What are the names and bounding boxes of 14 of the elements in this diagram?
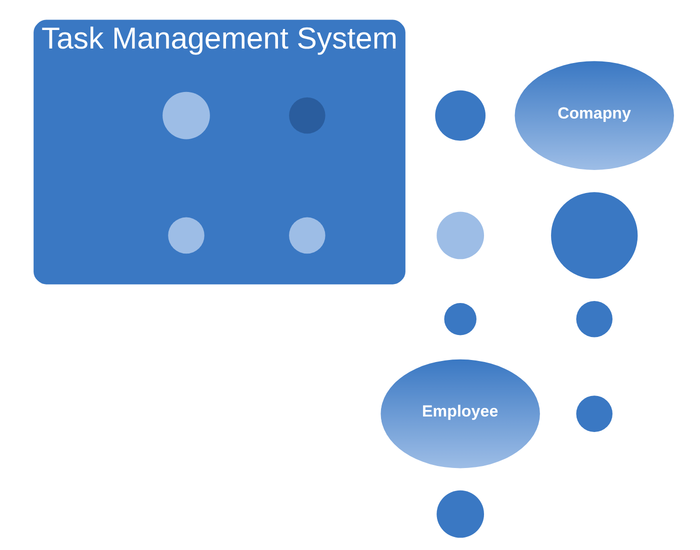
node-circle	[436, 212, 484, 260]
cluster: Task Management System	[34, 20, 406, 284]
node-circle	[435, 90, 486, 141]
node-circle	[162, 92, 210, 140]
node-circle	[576, 300, 612, 338]
node-circle	[444, 302, 476, 336]
node-circle	[436, 490, 484, 538]
node-circle	[576, 396, 612, 432]
node-circle	[551, 192, 638, 279]
node-ellipse: Employee	[380, 359, 540, 468]
node-circle	[289, 217, 326, 254]
node-circle	[289, 97, 326, 134]
node-ellipse: Comapny	[514, 61, 674, 170]
node-circle	[168, 217, 204, 254]
